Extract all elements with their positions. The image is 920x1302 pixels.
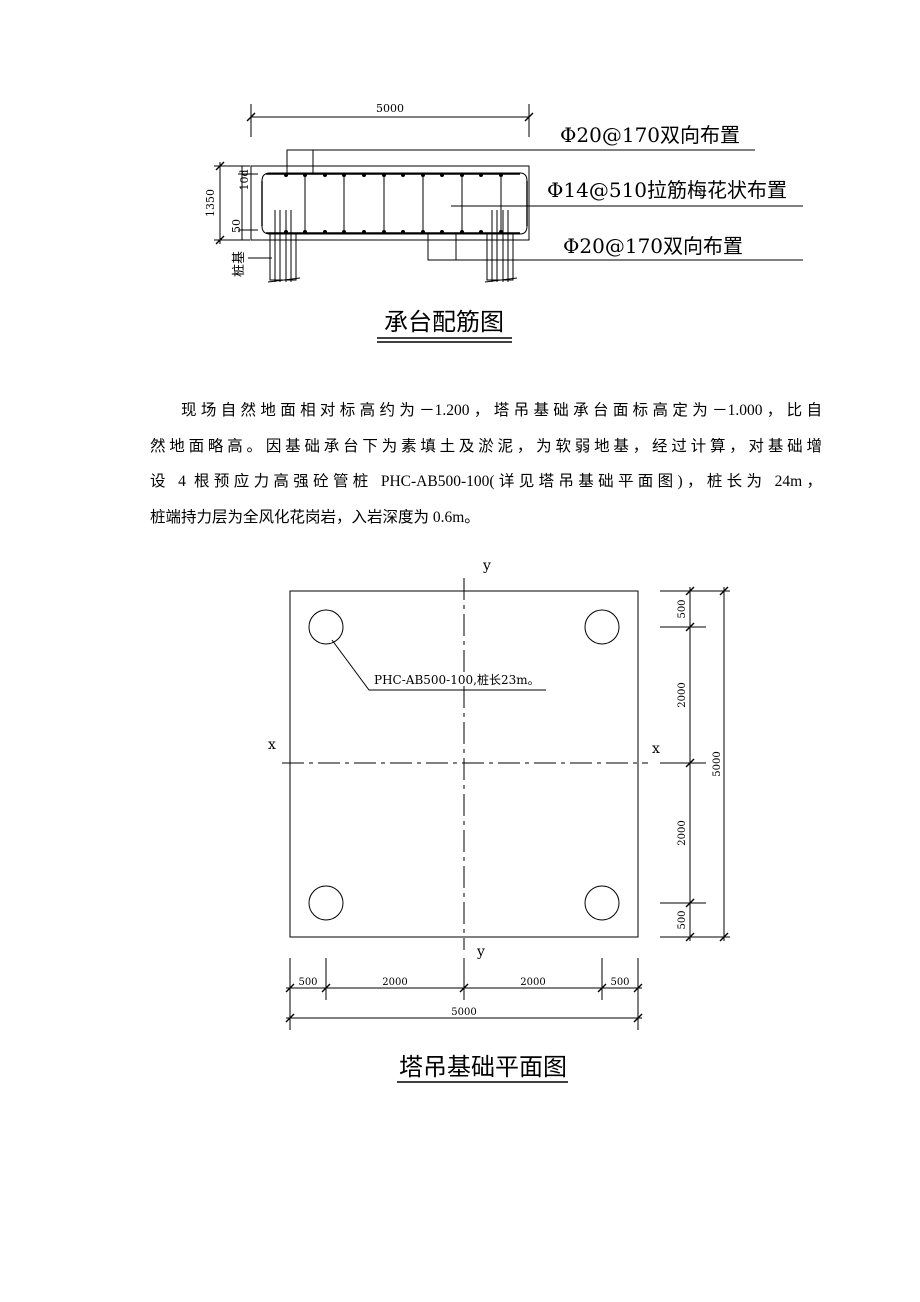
dim-10d-label: 10d <box>238 169 251 190</box>
rebar-drawing: 5000 1350 10d 50 桩基 Φ20@170双向布置 Φ14@510拉… <box>204 102 803 343</box>
paragraph-line: 现场自然地面相对标高约为－1.200，塔吊基础承台面标高定为－1.000，比自 <box>181 402 822 419</box>
dim-height-label: 1350 <box>204 189 217 217</box>
right-dim-label: 2000 <box>677 820 688 845</box>
plan-drawing-title: 塔吊基础平面图 <box>399 1053 567 1081</box>
bottom-dim-label: 500 <box>610 977 629 988</box>
right-dim-label: 2000 <box>677 682 688 707</box>
axis-y-top-label: y <box>482 558 491 574</box>
bottom-dim-label: 2000 <box>382 977 407 988</box>
plan-drawing: y y x x PHC-AB500-100,桩长23m。 500 2000 20… <box>268 558 730 1083</box>
right-dim-label: 500 <box>677 599 688 618</box>
callout-tie-bar: Φ14@510拉筋梅花状布置 <box>547 178 787 202</box>
right-dim-label: 500 <box>677 910 688 929</box>
dim-width-label: 5000 <box>376 102 404 115</box>
callout-top-rebar: Φ20@170双向布置 <box>560 123 740 147</box>
bottom-dim-label: 500 <box>298 977 317 988</box>
axis-x-left-label: x <box>268 737 276 753</box>
description-paragraph: 现场自然地面相对标高约为－1.200，塔吊基础承台面标高定为－1.000，比自 … <box>150 393 822 535</box>
paragraph-line: 设 4 根预应力高强砼管桩 PHC-AB500-100(详见塔吊基础平面图)，桩… <box>150 473 822 490</box>
pile-note: PHC-AB500-100,桩长23m。 <box>374 672 540 687</box>
callout-bottom-rebar: Φ20@170双向布置 <box>563 234 743 258</box>
rebar-drawing-title: 承台配筋图 <box>384 308 504 336</box>
right-total-label: 5000 <box>712 751 723 776</box>
axis-y-bottom-label: y <box>476 944 485 960</box>
paragraph-line: 然地面略高。因基础承台下为素填土及淤泥，为软弱地基，经过计算，对基础增 <box>150 437 822 455</box>
paragraph-line: 桩端持力层为全风化花岗岩，入岩深度为 0.6m。 <box>150 508 480 526</box>
bottom-dim-label: 2000 <box>520 977 545 988</box>
pile-label: 桩基 <box>232 251 247 277</box>
bottom-total-label: 5000 <box>451 1007 476 1018</box>
axis-x-right-label: x <box>652 741 660 757</box>
dim-50-label: 50 <box>230 219 243 233</box>
